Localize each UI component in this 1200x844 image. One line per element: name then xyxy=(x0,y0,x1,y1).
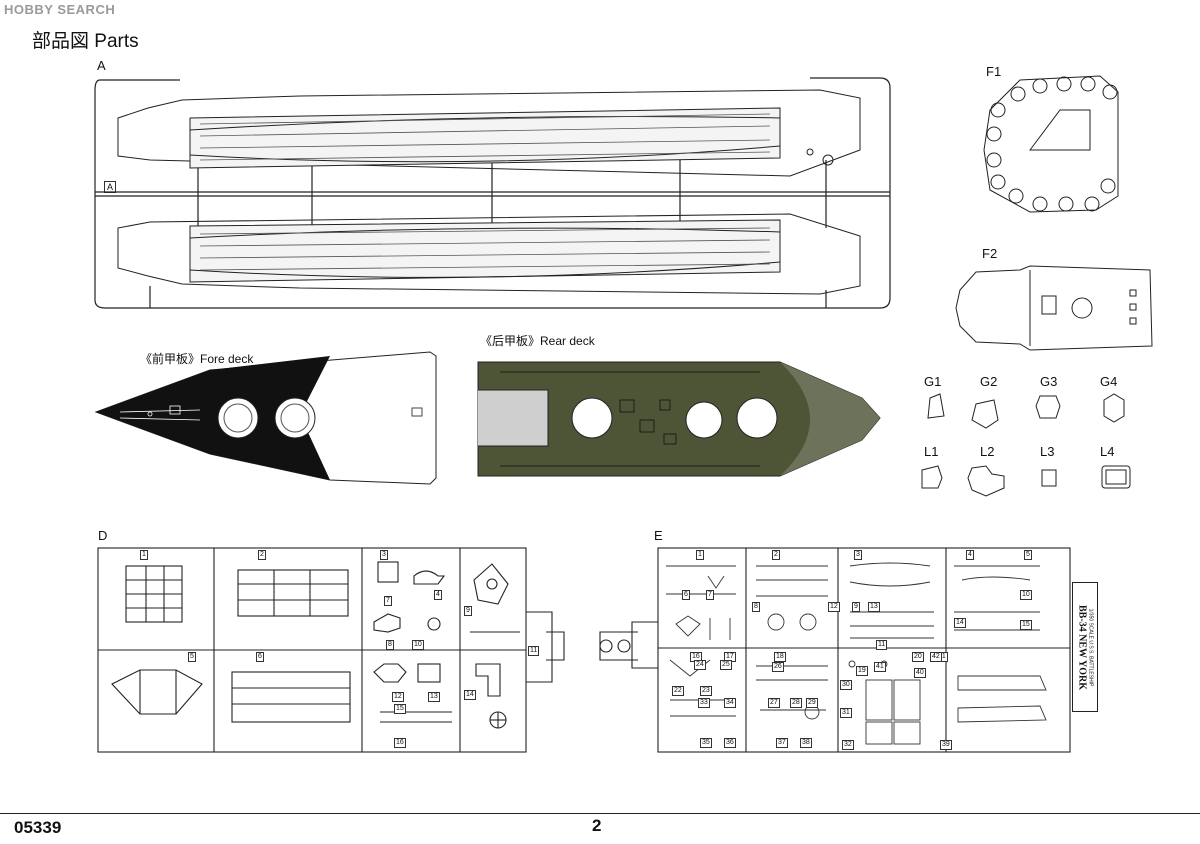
part-number-tag: 4 xyxy=(434,590,442,600)
model-name-plate: 1/350 SCALE U.S.S. BATTLESHIP BB-34 NEW … xyxy=(1072,582,1098,712)
part-number-tag: 25 xyxy=(720,660,732,670)
part-number-tag: 39 xyxy=(940,740,952,750)
part-number-tag: 8 xyxy=(386,640,394,650)
part-number-tag: 10 xyxy=(412,640,424,650)
part-number-tag: 26 xyxy=(772,662,784,672)
part-f2-label: F2 xyxy=(982,246,998,261)
part-number-tag: 38 xyxy=(800,738,812,748)
part-l4-label: L4 xyxy=(1100,444,1115,459)
part-number-tag: 20 xyxy=(912,652,924,662)
part-f1-label: F1 xyxy=(986,64,1002,79)
part-g4-label: G4 xyxy=(1100,374,1118,389)
sprue-e-frame xyxy=(599,547,1071,753)
part-number-tag: 2 xyxy=(258,550,266,560)
part-number-tag: 32 xyxy=(842,740,854,750)
model-scale-line: 1/350 SCALE U.S.S. BATTLESHIP xyxy=(1087,608,1094,687)
part-number-tag: 4 xyxy=(966,550,974,560)
part-number-tag: 13 xyxy=(868,602,880,612)
part-number-tag: 10 xyxy=(1020,590,1032,600)
part-number-tag: 1 xyxy=(696,550,704,560)
part-number-tag: 14 xyxy=(464,690,476,700)
part-number-tag: 15 xyxy=(394,704,406,714)
part-number-tag: 34 xyxy=(724,698,736,708)
sprue-a-label: A xyxy=(97,58,106,73)
part-number-tag: 11 xyxy=(876,640,888,650)
part-number-tag: 5 xyxy=(1024,550,1032,560)
part-number-tag: 9 xyxy=(464,606,472,616)
part-f2-drawing xyxy=(955,265,1153,351)
part-number-tag: 27 xyxy=(768,698,780,708)
part-number-tag: 24 xyxy=(694,660,706,670)
sprue-d-frame xyxy=(97,547,565,753)
part-f1-drawing xyxy=(983,75,1119,213)
part-number-tag: 7 xyxy=(384,596,392,606)
part-number-tag: 3 xyxy=(380,550,388,560)
part-number-tag: 19 xyxy=(856,666,868,676)
part-l2-label: L2 xyxy=(980,444,995,459)
fore-deck-label: 《前甲板》Fore deck xyxy=(140,352,254,366)
part-number-tag: 7 xyxy=(706,590,714,600)
sprue-a-frame xyxy=(94,77,891,309)
part-number-tag: 18 xyxy=(774,652,786,662)
part-number-tag: 36 xyxy=(724,738,736,748)
rear-deck-label: 《后甲板》Rear deck xyxy=(480,334,595,348)
part-number-tag: 41 xyxy=(874,662,886,672)
part-number-tag: 12 xyxy=(828,602,840,612)
part-number-tag: 6 xyxy=(682,590,690,600)
part-number-tag: 8 xyxy=(752,602,760,612)
part-number-tag: 14 xyxy=(954,618,966,628)
part-number-tag: 42 xyxy=(930,652,942,662)
sprue-e-label: E xyxy=(654,528,663,543)
sprue-d-label: D xyxy=(98,528,108,543)
model-name: BB-34 NEW YORK xyxy=(1076,604,1088,690)
part-number-tag: 5 xyxy=(188,652,196,662)
part-number-tag: 12 xyxy=(392,692,404,702)
part-number-tag: 37 xyxy=(776,738,788,748)
catalog-number: 05339 xyxy=(14,818,62,837)
part-number-tag: 29 xyxy=(806,698,818,708)
part-number-tag: 2 xyxy=(772,550,780,560)
small-parts-drawing xyxy=(921,393,1131,497)
part-number-tag: 35 xyxy=(700,738,712,748)
part-number-tag: 22 xyxy=(672,686,684,696)
footer-rule xyxy=(0,813,1200,814)
part-g2-label: G2 xyxy=(980,374,998,389)
page-title: 部品図 Parts xyxy=(32,31,139,52)
part-number-tag: 40 xyxy=(914,668,926,678)
part-number-tag: 16 xyxy=(394,738,406,748)
part-number-tag: 9 xyxy=(852,602,860,612)
part-number-tag: 30 xyxy=(840,680,852,690)
part-number-tag: 15 xyxy=(1020,620,1032,630)
part-number-tag: 28 xyxy=(790,698,802,708)
part-l3-label: L3 xyxy=(1040,444,1055,459)
part-g1-label: G1 xyxy=(924,374,942,389)
hull-half-upper xyxy=(117,89,861,177)
part-number-tag: 3 xyxy=(854,550,862,560)
part-number-tag: 31 xyxy=(840,708,852,718)
watermark: HOBBY SEARCH xyxy=(4,2,116,17)
part-number-tag: 11 xyxy=(528,646,540,656)
rear-deck-drawing xyxy=(477,361,881,477)
part-g3-label: G3 xyxy=(1040,374,1058,389)
part-number-tag: 6 xyxy=(256,652,264,662)
page-number: 2 xyxy=(592,816,602,835)
hull-half-lower xyxy=(117,213,861,295)
part-number-tag: 33 xyxy=(698,698,710,708)
fore-deck-drawing xyxy=(94,351,437,485)
part-l1-label: L1 xyxy=(924,444,939,459)
part-number-tag: 13 xyxy=(428,692,440,702)
part-number-tag: 1 xyxy=(140,550,148,560)
part-number-tag: 23 xyxy=(700,686,712,696)
